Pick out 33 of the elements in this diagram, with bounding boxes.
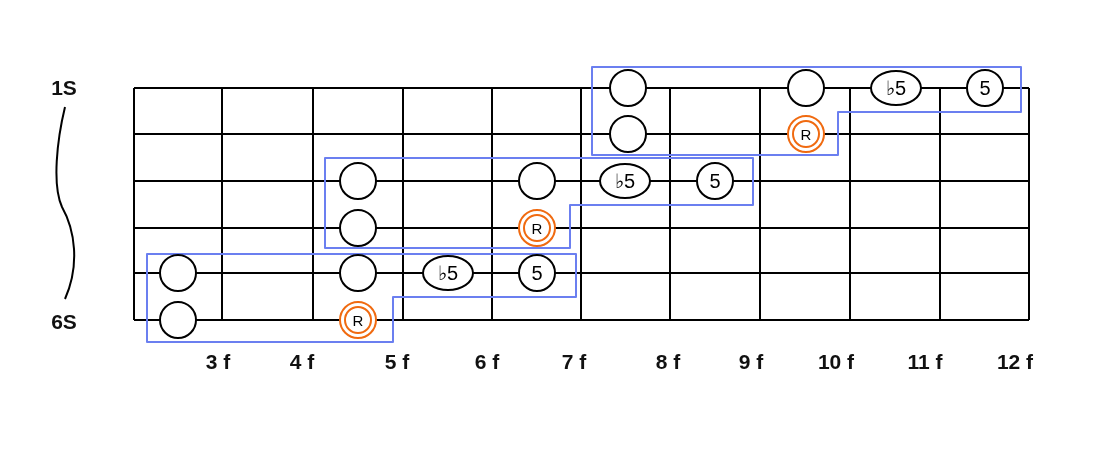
note-circle xyxy=(339,254,377,292)
fret-label: 7 f xyxy=(561,350,587,374)
note-circle: 5 xyxy=(696,162,734,200)
root-note-marker: R xyxy=(518,209,556,247)
fret-label: 9 f xyxy=(738,350,764,374)
fret-label: 8 f xyxy=(655,350,681,374)
note-ellipse: ♭5 xyxy=(599,163,651,199)
root-note-marker: R xyxy=(787,115,825,153)
note-circle xyxy=(339,209,377,247)
note-circle xyxy=(787,69,825,107)
note-circle xyxy=(609,69,647,107)
position-outline xyxy=(592,67,1021,155)
note-circle: 5 xyxy=(518,254,556,292)
fret-label: 3 f xyxy=(205,350,231,374)
fret-label: 5 f xyxy=(384,350,410,374)
string-label: 1S xyxy=(51,76,77,100)
note-circle xyxy=(159,301,197,339)
note-circle xyxy=(518,162,556,200)
note-ellipse: ♭5 xyxy=(870,70,922,106)
position-outline xyxy=(325,158,753,248)
fret-label: 11 f xyxy=(907,350,943,374)
note-circle xyxy=(609,115,647,153)
note-ellipse: ♭5 xyxy=(422,255,474,291)
fret-label: 10 f xyxy=(817,350,855,374)
note-circle xyxy=(339,162,377,200)
string-label: 6S xyxy=(51,310,77,334)
root-note-marker: R xyxy=(339,301,377,339)
note-circle: 5 xyxy=(966,69,1004,107)
fret-label: 6 f xyxy=(474,350,500,374)
fret-label: 4 f xyxy=(289,350,315,374)
fret-label: 12 f xyxy=(996,350,1034,374)
position-outline xyxy=(147,254,576,342)
note-circle xyxy=(159,254,197,292)
